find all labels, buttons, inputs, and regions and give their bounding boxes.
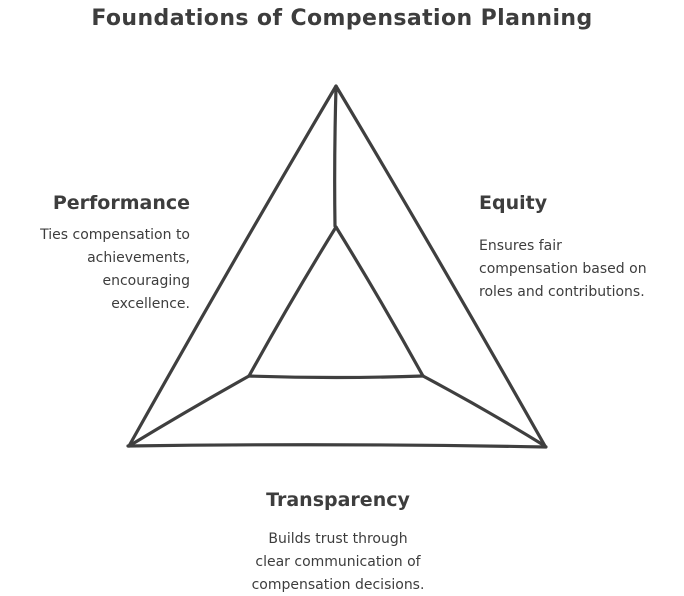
equity-description: Ensures fair compensation based on roles… bbox=[479, 238, 647, 300]
performance-description: Ties compensation to achievements, encou… bbox=[40, 227, 190, 312]
triangle-lines bbox=[126, 84, 548, 449]
left-corner-connector bbox=[127, 374, 251, 448]
outer-left-edge bbox=[127, 84, 338, 448]
apex-connector bbox=[333, 85, 338, 228]
inner-right-edge bbox=[334, 225, 425, 378]
transparency-heading: Transparency bbox=[266, 489, 410, 511]
inner-left-edge bbox=[247, 225, 338, 378]
outer-right-edge bbox=[334, 84, 547, 448]
right-corner-connector bbox=[421, 374, 547, 448]
transparency-description: Builds trust through clear communication… bbox=[251, 531, 425, 593]
performance-heading: Performance bbox=[52, 192, 190, 214]
outer-bottom-edge bbox=[126, 443, 548, 449]
inner-bottom-edge bbox=[247, 374, 425, 380]
node-equity: Equity Ensures fair compensation based o… bbox=[479, 191, 675, 304]
node-transparency: Transparency Builds trust through clear … bbox=[213, 488, 463, 596]
equity-heading: Equity bbox=[479, 192, 548, 214]
node-performance: Performance Ties compensation to achieve… bbox=[25, 191, 190, 316]
page-title: Foundations of Compensation Planning bbox=[91, 6, 593, 31]
